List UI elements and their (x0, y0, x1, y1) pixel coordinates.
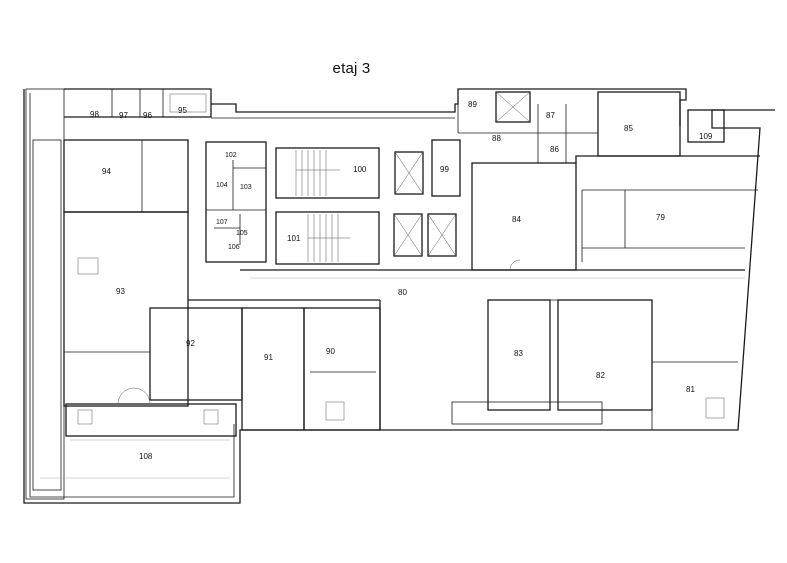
room-label-91: 91 (264, 353, 273, 362)
room-label-93: 93 (116, 287, 125, 296)
room-label-95: 95 (178, 106, 187, 115)
room-label-100: 100 (353, 165, 367, 174)
rooms-90-91 (241, 307, 381, 431)
left-wing (40, 139, 243, 479)
room-labels: 80 81 82 83 84 85 86 87 88 89 90 91 92 9… (90, 100, 713, 461)
room-label-108: 108 (139, 452, 153, 461)
rooms-81-83 (451, 299, 738, 430)
room-label-92: 92 (186, 339, 195, 348)
room-label-104: 104 (216, 182, 228, 189)
room-label-86: 86 (550, 145, 559, 154)
room-79 (575, 109, 760, 262)
room-label-81: 81 (686, 385, 695, 394)
room-label-105: 105 (236, 230, 248, 237)
room-label-94: 94 (102, 167, 111, 176)
room-label-83: 83 (514, 349, 523, 358)
room-label-79: 79 (656, 213, 665, 222)
central-core (205, 91, 531, 265)
room-label-102: 102 (225, 152, 237, 159)
room-label-82: 82 (596, 371, 605, 380)
room-label-84: 84 (512, 215, 521, 224)
plan-title-text: etaj 3 (332, 60, 371, 77)
corridor (187, 212, 745, 430)
outer-walls (23, 88, 775, 504)
top-left-rooms (111, 89, 207, 117)
room-label-87: 87 (546, 111, 555, 120)
room-label-85: 85 (624, 124, 633, 133)
room-label-103: 103 (240, 184, 252, 191)
room-label-97: 97 (119, 111, 128, 120)
room-label-99: 99 (440, 165, 449, 174)
plan-title: etaj 3 (0, 60, 787, 77)
room-label-89: 89 (468, 100, 477, 109)
room-label-109: 109 (699, 132, 713, 141)
room-label-96: 96 (143, 111, 152, 120)
room-label-106: 106 (228, 244, 240, 251)
room-label-90: 90 (326, 347, 335, 356)
room-label-98: 98 (90, 110, 99, 119)
room-label-80: 80 (398, 288, 407, 297)
room-label-101: 101 (287, 234, 301, 243)
room-label-88: 88 (492, 134, 501, 143)
room-label-107: 107 (216, 219, 228, 226)
right-top-rooms (458, 91, 681, 271)
